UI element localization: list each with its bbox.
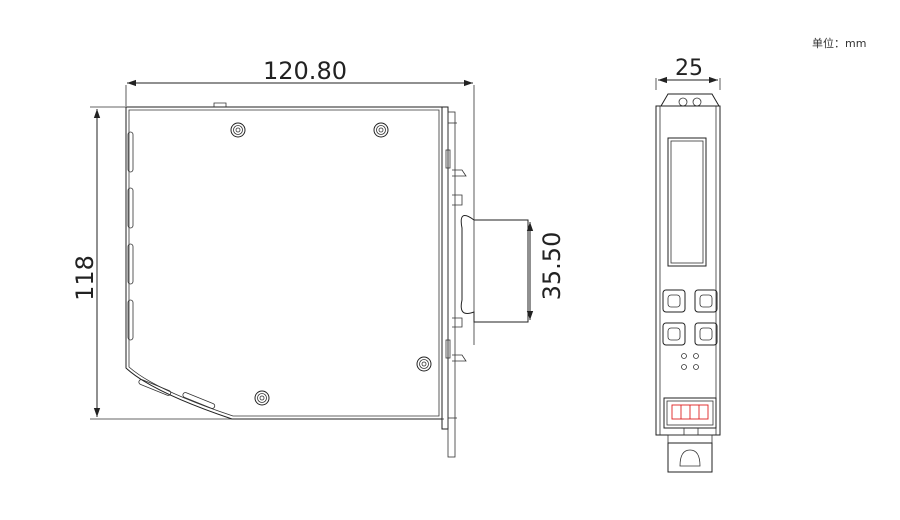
top-clip xyxy=(660,93,720,107)
width-dimension: 120.80 xyxy=(125,57,475,345)
terminal-block xyxy=(663,397,717,444)
din-rail-profile xyxy=(460,215,529,323)
height-dimension: 118 xyxy=(71,106,444,420)
front-buttons xyxy=(662,289,718,346)
rail-dimension-label: 35.50 xyxy=(538,232,566,301)
bottom-clip xyxy=(667,442,713,473)
rail-dimension: 35.50 xyxy=(526,222,566,320)
unit-label: 单位：mm xyxy=(812,37,867,50)
indicator-leds xyxy=(681,353,699,370)
front-housing xyxy=(655,105,721,436)
depth-dimension: 25 xyxy=(655,56,721,90)
width-dimension-label: 120.80 xyxy=(263,57,347,85)
screw-holes xyxy=(230,122,432,406)
back-plate xyxy=(441,106,467,458)
side-view: 120.80 118 xyxy=(71,57,566,458)
depth-dimension-label: 25 xyxy=(675,56,703,81)
height-dimension-label: 118 xyxy=(71,255,99,301)
vent-slots xyxy=(127,131,216,409)
front-view: 25 xyxy=(655,56,721,473)
device-body-outline xyxy=(125,106,443,420)
display-window xyxy=(667,137,707,267)
